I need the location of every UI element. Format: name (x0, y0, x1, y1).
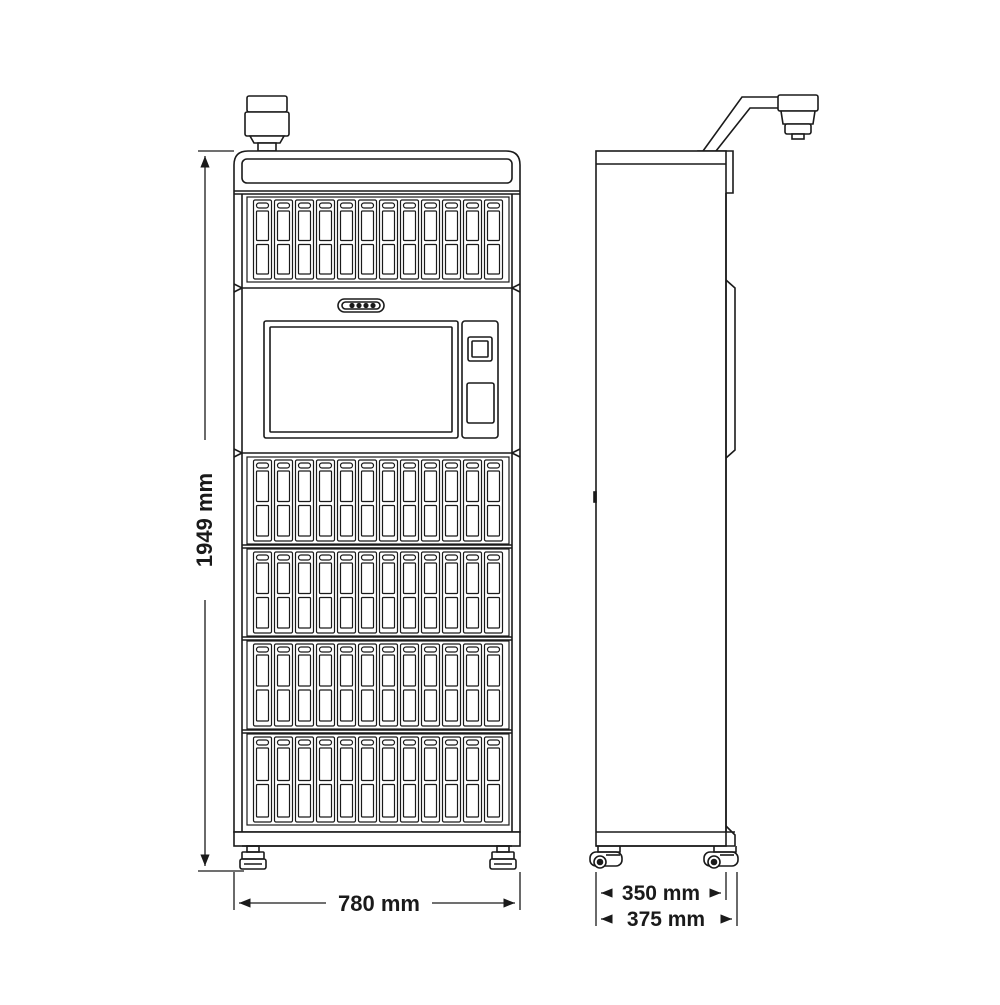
storage-slot (399, 736, 420, 823)
indicator-lights-icon (337, 298, 385, 313)
storage-slot (378, 199, 399, 280)
touchscreen (263, 320, 459, 439)
storage-slot (483, 736, 504, 823)
storage-slot (252, 736, 273, 823)
storage-slot (252, 459, 273, 542)
depth-total-label: 375 mm (627, 908, 705, 931)
storage-slot (441, 643, 462, 727)
storage-slot (336, 551, 357, 634)
storage-slot (357, 551, 378, 634)
storage-slot (483, 643, 504, 727)
storage-slot (273, 736, 294, 823)
storage-slot (441, 199, 462, 280)
storage-slot (378, 551, 399, 634)
depth-body-label: 350 mm (622, 882, 700, 905)
height-label: 1949 mm (192, 473, 217, 567)
storage-slot (441, 736, 462, 823)
storage-slot (252, 199, 273, 280)
front-view (233, 95, 521, 870)
side-view (589, 94, 819, 869)
storage-slot (441, 459, 462, 542)
storage-slot (336, 736, 357, 823)
storage-slot (420, 736, 441, 823)
storage-slot (420, 459, 441, 542)
storage-slot (378, 459, 399, 542)
storage-slot (462, 643, 483, 727)
storage-slot (399, 551, 420, 634)
storage-slot (294, 551, 315, 634)
reader-panel (461, 320, 499, 439)
beacon-light-icon (244, 95, 290, 152)
storage-slot (399, 643, 420, 727)
storage-slot (420, 643, 441, 727)
storage-slot (273, 199, 294, 280)
cabinet-base (233, 831, 521, 847)
storage-slot (315, 459, 336, 542)
top-light-bar (241, 158, 513, 184)
storage-slot (483, 551, 504, 634)
storage-slot (399, 459, 420, 542)
slot-bank (246, 548, 510, 637)
storage-slot (294, 643, 315, 727)
storage-slot (483, 199, 504, 280)
storage-slot (336, 459, 357, 542)
side-body (595, 150, 727, 847)
storage-slot (462, 459, 483, 542)
storage-slot (252, 643, 273, 727)
storage-slot (273, 551, 294, 634)
storage-slot (252, 551, 273, 634)
storage-slot (462, 551, 483, 634)
storage-slot (273, 459, 294, 542)
slot-bank (246, 640, 510, 730)
scanner-icon (466, 382, 495, 424)
storage-slot (378, 736, 399, 823)
storage-slot (294, 199, 315, 280)
width-label: 780 mm (338, 891, 420, 916)
storage-slot (462, 199, 483, 280)
storage-slot (357, 643, 378, 727)
caster-wheel-icon (589, 846, 739, 869)
storage-slot (357, 459, 378, 542)
caster-wheel-icon (239, 845, 517, 870)
height-dimension (198, 150, 244, 872)
bank-separators (233, 283, 521, 734)
slot-bank (246, 196, 510, 283)
card-reader-icon (467, 336, 493, 362)
storage-slot (378, 643, 399, 727)
control-panel (263, 298, 499, 439)
storage-slot (357, 199, 378, 280)
slot-banks (246, 196, 510, 826)
slot-bank (246, 456, 510, 545)
storage-slot (273, 643, 294, 727)
storage-slot (336, 643, 357, 727)
slot-bank (246, 733, 510, 826)
storage-slot (315, 551, 336, 634)
storage-slot (294, 459, 315, 542)
storage-slot (336, 199, 357, 280)
depth-dimensions (595, 872, 738, 926)
width-dimension (233, 872, 521, 910)
storage-slot (315, 736, 336, 823)
storage-slot (399, 199, 420, 280)
storage-slot (483, 459, 504, 542)
storage-slot (462, 736, 483, 823)
storage-slot (441, 551, 462, 634)
storage-slot (315, 643, 336, 727)
storage-slot (294, 736, 315, 823)
storage-slot (420, 551, 441, 634)
storage-slot (315, 199, 336, 280)
storage-slot (420, 199, 441, 280)
storage-slot (357, 736, 378, 823)
